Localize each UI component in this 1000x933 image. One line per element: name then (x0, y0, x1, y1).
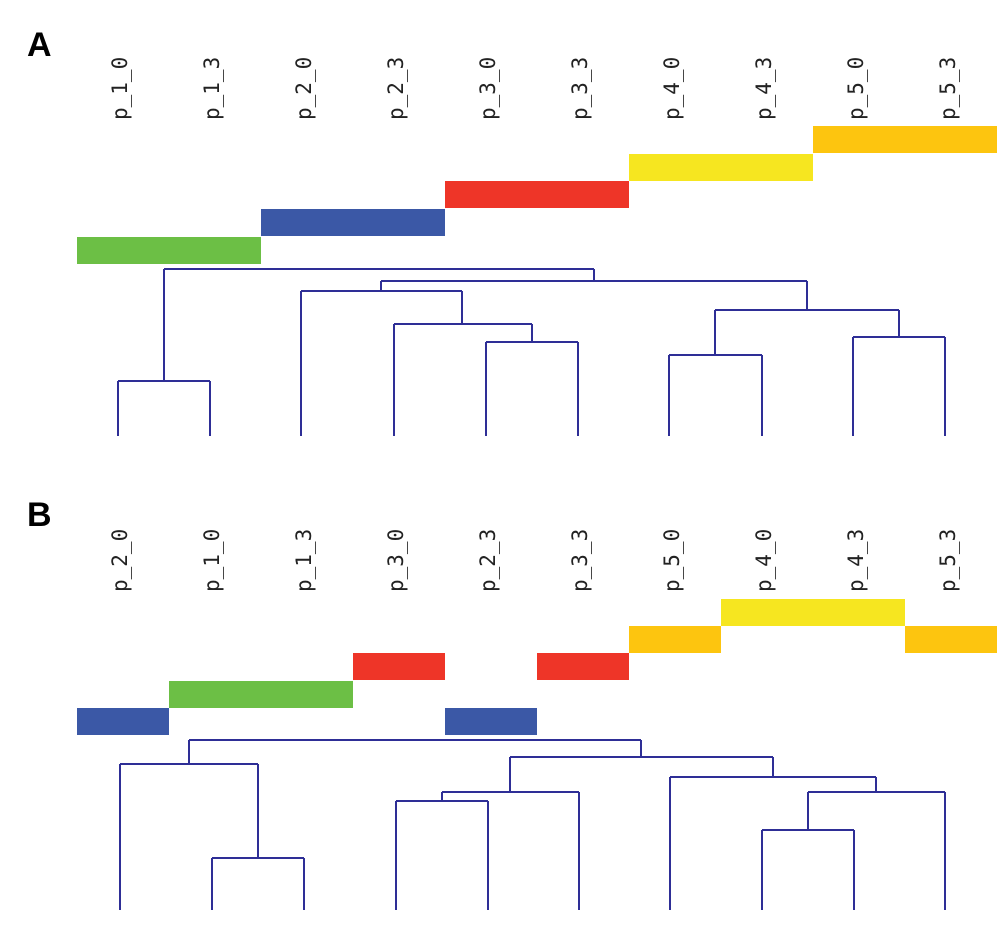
color-bar-p3 (353, 653, 445, 680)
color-bar-p2 (261, 209, 445, 236)
leaf-label: p_2_0 (108, 529, 132, 592)
leaf-label: p_4_0 (752, 529, 776, 592)
leaf-label: p_3_0 (384, 529, 408, 592)
leaf-label: p_2_0 (292, 57, 316, 120)
leaf-label: p_4_3 (752, 57, 776, 120)
leaf-label: p_5_3 (936, 57, 960, 120)
leaf-label: p_4_0 (660, 57, 684, 120)
leaf-label: p_5_0 (844, 57, 868, 120)
color-bar-p3 (537, 653, 629, 680)
color-bar-p2 (77, 708, 169, 735)
color-bar-p3 (445, 181, 629, 208)
leaf-label: p_5_0 (660, 529, 684, 592)
leaf-label: p_3_0 (476, 57, 500, 120)
leaf-label: p_5_3 (936, 529, 960, 592)
dendrogram-a (117, 268, 946, 436)
leaf-label: p_4_3 (844, 529, 868, 592)
leaf-label: p_1_0 (200, 529, 224, 592)
leaf-label: p_2_3 (384, 57, 408, 120)
leaf-label: p_1_0 (108, 57, 132, 120)
panel-b: B p_2_0 p_1_0 p_1_3 p_3_0 p_2_3 p_3_3 p_5_0 p_4… (27, 496, 997, 910)
color-bar-p2 (445, 708, 537, 735)
dendrogram-b (119, 739, 946, 910)
leaf-label: p_1_3 (292, 529, 316, 592)
color-bar-p5 (629, 626, 721, 653)
color-bar-p4 (629, 154, 813, 181)
leaf-labels-a: p_1_0 p_1_3 p_2_0 p_2_3 p_3_0 p_3_3 p_4_0 p_4_3… (108, 57, 960, 120)
color-bars-a (77, 126, 997, 264)
color-bar-p4 (721, 599, 905, 626)
leaf-label: p_3_3 (568, 57, 592, 120)
color-bar-p5 (813, 126, 997, 153)
color-bars-b (77, 599, 997, 735)
panel-a: A p_1_0 p_1_3 p_2_0 p_2_3 p_3_0 p_3_3 p_4_0 p_4… (27, 26, 997, 436)
leaf-label: p_2_3 (476, 529, 500, 592)
color-bar-p1 (169, 681, 353, 708)
panel-letter-b: B (27, 496, 52, 534)
color-bar-p1 (77, 237, 261, 264)
leaf-label: p_1_3 (200, 57, 224, 120)
color-bar-p5 (905, 626, 997, 653)
leaf-label: p_3_3 (568, 529, 592, 592)
leaf-labels-b: p_2_0 p_1_0 p_1_3 p_3_0 p_2_3 p_3_3 p_5_0 p_4_0… (108, 529, 960, 592)
panel-letter-a: A (27, 26, 52, 64)
